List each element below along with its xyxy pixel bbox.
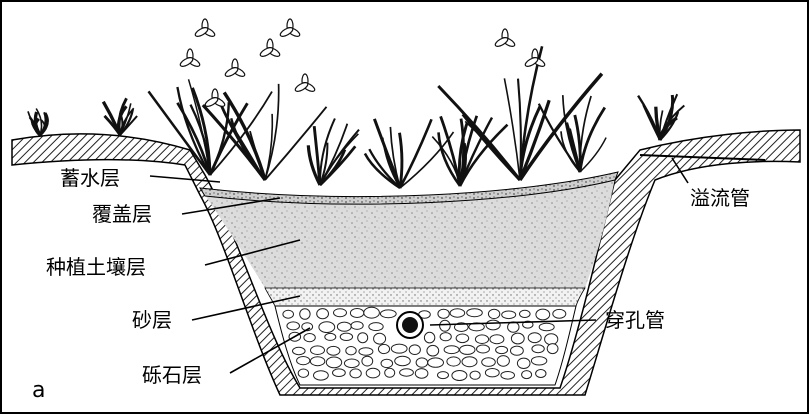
pebble [536,370,546,378]
pebble [415,369,428,379]
pebble [351,322,363,330]
pebble [297,357,310,365]
pebble [522,371,532,379]
pebble [378,344,389,353]
pebble [452,371,467,381]
pebble [502,311,516,319]
pebble [440,333,451,341]
pebble [334,309,347,317]
pebble [304,334,315,342]
pebble [350,309,363,318]
label-planting-soil-layer: 种植土壤层 [46,255,146,279]
pebble [532,345,544,353]
pebble [362,356,373,366]
pebble [528,333,541,343]
pebble [467,309,483,317]
pebble [496,346,508,353]
pebble [488,309,499,318]
pebble [511,346,524,355]
pebble [424,332,434,343]
pebble [337,322,351,331]
pebble [501,372,515,380]
pebble [346,347,356,355]
pebble [470,371,480,379]
pebble [374,333,386,344]
pebble [460,345,475,354]
pebble [539,323,554,331]
pebble [456,334,469,343]
pebble [547,344,558,354]
pebble [366,368,380,378]
pebble [300,309,310,320]
pebble [364,307,380,318]
label-cover-layer: 覆盖层 [92,202,152,226]
pebble [311,346,325,355]
pebble [475,335,488,344]
perforated-pipe-hole [402,317,418,333]
pebble [293,347,306,354]
pebble [520,310,531,317]
pebble [326,357,341,368]
label-overflow-pipe: 溢流管 [690,186,750,210]
pebble [444,346,459,354]
pebble [283,310,294,318]
pebble [517,358,530,368]
pebble [287,322,300,330]
pebble [358,333,368,343]
pebble [438,372,449,379]
pebble [438,309,449,318]
pebble [298,369,308,377]
panel-letter: a [32,378,45,403]
pebble [310,357,324,366]
pebble [380,310,396,318]
pebble [450,309,465,317]
label-gravel-layer: 砾石层 [142,363,202,387]
pebble [440,320,451,331]
pebble [385,368,395,377]
pebble [314,371,329,380]
sand-layer [265,288,585,306]
pebble [508,322,519,332]
pebble [486,320,500,330]
pebble [369,323,383,331]
pebble [400,369,414,376]
pebble [511,333,524,344]
pebble [536,309,550,320]
label-storage-layer: 蓄水层 [60,166,120,190]
label-sand-layer: 砂层 [132,308,172,332]
pebble [428,358,444,367]
pebble [350,369,361,378]
pebble [497,356,509,367]
pebble [416,358,428,367]
pebble [531,357,546,365]
pebble [482,358,496,367]
pebble [319,322,335,333]
pebble [333,369,346,377]
pebble [317,309,329,319]
pebble [395,356,411,365]
pebble [485,369,499,377]
pebble [545,334,558,345]
pebble [359,348,373,356]
pebble [490,335,504,344]
label-perforated-pipe: 穿孔管 [605,308,665,332]
pebble [409,345,420,355]
pebble [381,359,393,367]
pebble [327,346,340,355]
pebble [477,345,490,353]
pebble [553,309,566,318]
pebble [427,345,439,356]
pebble [447,357,460,366]
pebble [391,344,407,353]
pebble [325,333,336,340]
pebble [462,357,477,367]
pebble [344,359,359,368]
pebble [340,333,352,340]
